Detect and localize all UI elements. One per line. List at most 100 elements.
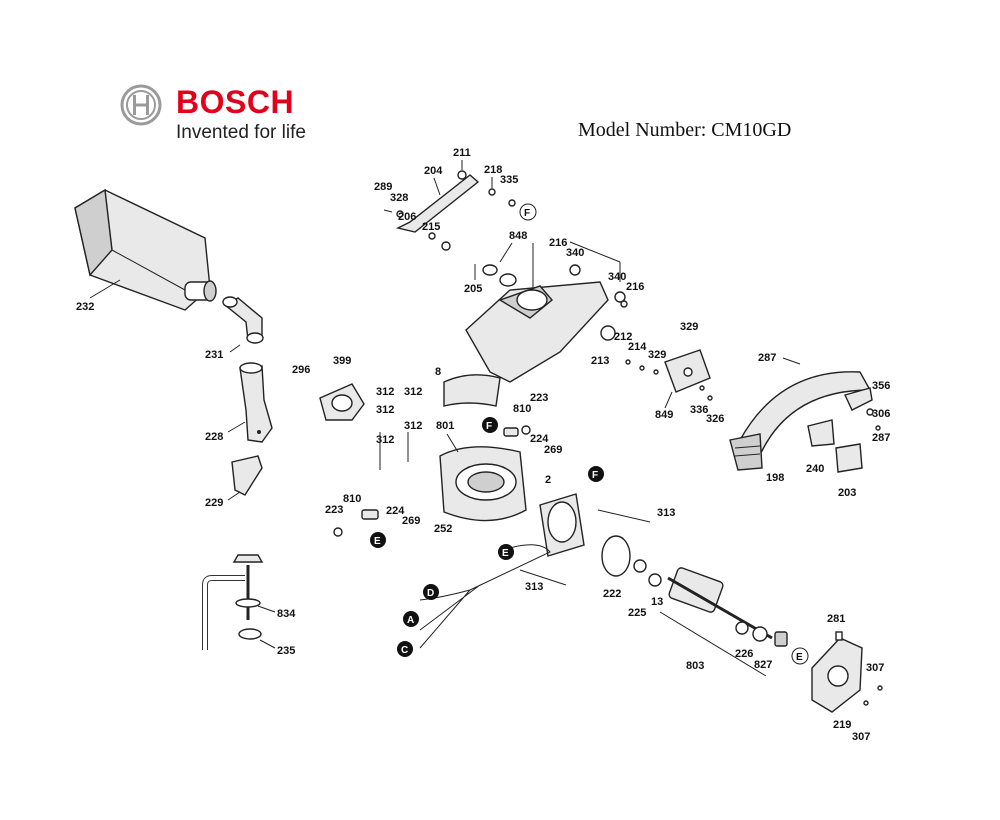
label-235: 235 — [277, 645, 295, 657]
label-336: 336 — [690, 404, 708, 416]
callout-d: D — [423, 584, 439, 600]
label-328: 328 — [390, 192, 408, 204]
arm-link-part — [395, 174, 480, 233]
label-399: 399 — [333, 355, 351, 367]
label-326: 326 — [706, 413, 724, 425]
label-206: 206 — [398, 211, 416, 223]
callout-f-1: F — [519, 203, 537, 221]
label-281: 281 — [827, 613, 845, 625]
svg-text:F: F — [524, 208, 530, 219]
label-329-a: 329 — [680, 321, 698, 333]
callout-f-3: F — [588, 466, 604, 482]
label-312-c: 312 — [376, 434, 394, 446]
label-214: 214 — [628, 341, 647, 353]
armature-part — [667, 567, 773, 640]
callout-e-3: E — [791, 647, 809, 665]
chute-part — [239, 362, 273, 443]
label-803: 803 — [686, 660, 704, 672]
label-340-b: 340 — [608, 271, 626, 283]
label-215: 215 — [422, 221, 440, 233]
lower-guard-part — [729, 371, 872, 471]
label-216-b: 216 — [626, 281, 644, 293]
flap-part — [231, 455, 263, 496]
label-203: 203 — [838, 487, 856, 499]
upper-guard-part — [465, 264, 609, 383]
label-289: 289 — [374, 181, 392, 193]
svg-text:F: F — [486, 421, 492, 432]
label-228: 228 — [205, 431, 223, 443]
stator-housing-part — [439, 446, 527, 522]
label-356: 356 — [872, 380, 890, 392]
label-222: 222 — [603, 588, 621, 600]
label-810-a: 810 — [513, 403, 531, 415]
label-218: 218 — [484, 164, 502, 176]
label-198: 198 — [766, 472, 784, 484]
end-housing-part — [811, 637, 863, 713]
label-212: 212 — [614, 331, 632, 343]
bracket-240-part — [807, 419, 835, 447]
label-312-b: 312 — [376, 404, 394, 416]
dust-bag-part — [74, 188, 217, 311]
label-313-b: 313 — [525, 581, 543, 593]
callout-a: A — [403, 611, 419, 627]
callout-e-1: E — [370, 532, 386, 548]
callout-f-2: F — [482, 417, 498, 433]
label-307-b: 307 — [852, 731, 870, 743]
label-224-b: 224 — [386, 505, 405, 517]
label-827: 827 — [754, 659, 772, 671]
label-231: 231 — [205, 349, 223, 361]
svg-text:E: E — [502, 548, 509, 559]
label-307-a: 307 — [866, 662, 884, 674]
brush-cap-part — [319, 383, 365, 421]
label-810-b: 810 — [343, 493, 361, 505]
svg-text:E: E — [796, 652, 803, 663]
label-306: 306 — [872, 408, 890, 420]
label-2: 2 — [545, 474, 551, 486]
label-287-b: 287 — [872, 432, 890, 444]
label-312-a: 312 — [376, 386, 394, 398]
callout-c: C — [397, 641, 413, 657]
label-232: 232 — [76, 301, 94, 313]
callout-e-2: E — [498, 544, 514, 560]
label-224-a: 224 — [530, 433, 549, 445]
svg-text:C: C — [401, 645, 408, 656]
model-number: Model Number: CM10GD — [578, 119, 792, 141]
svg-text:D: D — [427, 588, 434, 599]
label-225: 225 — [628, 607, 646, 619]
label-801: 801 — [436, 420, 454, 432]
elbow-part — [222, 296, 264, 344]
label-223-a: 223 — [530, 392, 548, 404]
brand-name: BOSCH — [176, 84, 295, 120]
motor-housing-part — [539, 493, 585, 557]
label-240: 240 — [806, 463, 824, 475]
label-269-a: 269 — [544, 444, 562, 456]
label-340-a: 340 — [566, 247, 584, 259]
label-219: 219 — [833, 719, 851, 731]
label-834: 834 — [277, 608, 296, 620]
label-213: 213 — [591, 355, 609, 367]
label-229: 229 — [205, 497, 223, 509]
label-329-b: 329 — [648, 349, 666, 361]
svg-text:A: A — [407, 615, 414, 626]
svg-text:F: F — [592, 470, 598, 481]
label-223-b: 223 — [325, 504, 343, 516]
label-848: 848 — [509, 230, 527, 242]
insulation-sheet-part — [443, 374, 501, 407]
label-204: 204 — [424, 165, 443, 177]
bosch-logo-icon — [120, 84, 162, 126]
label-312-e: 312 — [404, 420, 422, 432]
label-269-b: 269 — [402, 515, 420, 527]
label-8: 8 — [435, 366, 441, 378]
label-335: 335 — [500, 174, 518, 186]
ring-222-part — [601, 535, 631, 577]
label-296: 296 — [292, 364, 310, 376]
label-205: 205 — [464, 283, 482, 295]
hold-down-part — [202, 554, 264, 650]
label-313-a: 313 — [657, 507, 675, 519]
label-849: 849 — [655, 409, 673, 421]
label-211: 211 — [453, 147, 471, 159]
svg-text:E: E — [374, 536, 381, 547]
label-216-a: 216 — [549, 237, 567, 249]
